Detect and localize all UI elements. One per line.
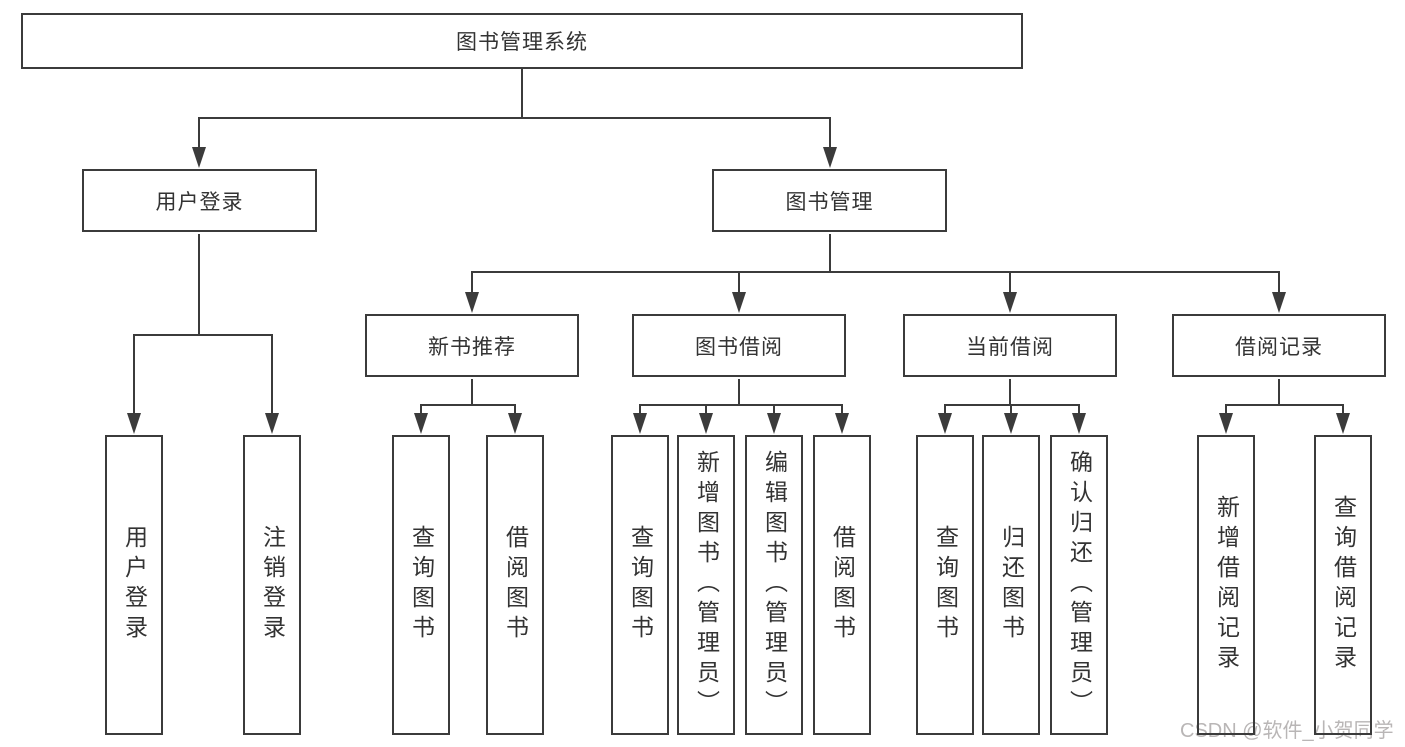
- leaf-logout: 注销登录: [243, 435, 301, 735]
- leaf-user-login: 用户登录: [105, 435, 163, 735]
- node-label: 用户登录: [155, 190, 244, 214]
- arrowhead-icons: [127, 147, 1350, 434]
- leaf-add-books-admin: 新增图书（管理员）: [677, 435, 735, 735]
- node-label: 查询借阅记录: [1330, 495, 1357, 675]
- node-new-book-recommendation: 新书推荐: [365, 314, 579, 377]
- node-book-borrowing: 图书借阅: [632, 314, 846, 377]
- node-label: 借阅记录: [1235, 335, 1323, 359]
- leaf-add-borrow-record: 新增借阅记录: [1197, 435, 1255, 735]
- node-label: 图书借阅: [695, 335, 783, 359]
- node-label: 查询图书: [408, 525, 435, 645]
- tree-edges: [133, 69, 1344, 416]
- node-label: 借阅图书: [829, 525, 856, 645]
- node-label: 查询图书: [627, 525, 654, 645]
- leaf-borrow-books-recommend: 借阅图书: [486, 435, 544, 735]
- leaf-query-books-current: 查询图书: [916, 435, 974, 735]
- leaf-return-books: 归还图书: [982, 435, 1040, 735]
- node-label: 用户登录: [121, 525, 148, 645]
- node-label: 归还图书: [998, 525, 1025, 645]
- node-label: 注销登录: [259, 525, 286, 645]
- leaf-query-borrow-record: 查询借阅记录: [1314, 435, 1372, 735]
- leaf-query-books-recommend: 查询图书: [392, 435, 450, 735]
- node-user-login: 用户登录: [82, 169, 317, 232]
- node-label: 编辑图书（管理员）: [761, 450, 788, 720]
- node-label: 借阅图书: [502, 525, 529, 645]
- leaf-borrow-books: 借阅图书: [813, 435, 871, 735]
- leaf-query-books-borrowing: 查询图书: [611, 435, 669, 735]
- leaf-edit-books-admin: 编辑图书（管理员）: [745, 435, 803, 735]
- node-label: 确认归还（管理员）: [1066, 450, 1093, 720]
- node-label: 新增图书（管理员）: [693, 450, 720, 720]
- node-label: 新增借阅记录: [1213, 495, 1240, 675]
- watermark-text: CSDN @软件_小贺同学: [1180, 720, 1394, 742]
- node-book-management: 图书管理: [712, 169, 947, 232]
- node-borrowing-records: 借阅记录: [1172, 314, 1386, 377]
- node-label: 图书管理: [785, 190, 874, 214]
- node-library-management-system: 图书管理系统: [21, 13, 1023, 69]
- leaf-confirm-return-admin: 确认归还（管理员）: [1050, 435, 1108, 735]
- node-label: 新书推荐: [428, 335, 516, 359]
- node-current-borrowing: 当前借阅: [903, 314, 1117, 377]
- node-label: 查询图书: [932, 525, 959, 645]
- node-label: 当前借阅: [966, 335, 1054, 359]
- node-label: 图书管理系统: [456, 31, 588, 54]
